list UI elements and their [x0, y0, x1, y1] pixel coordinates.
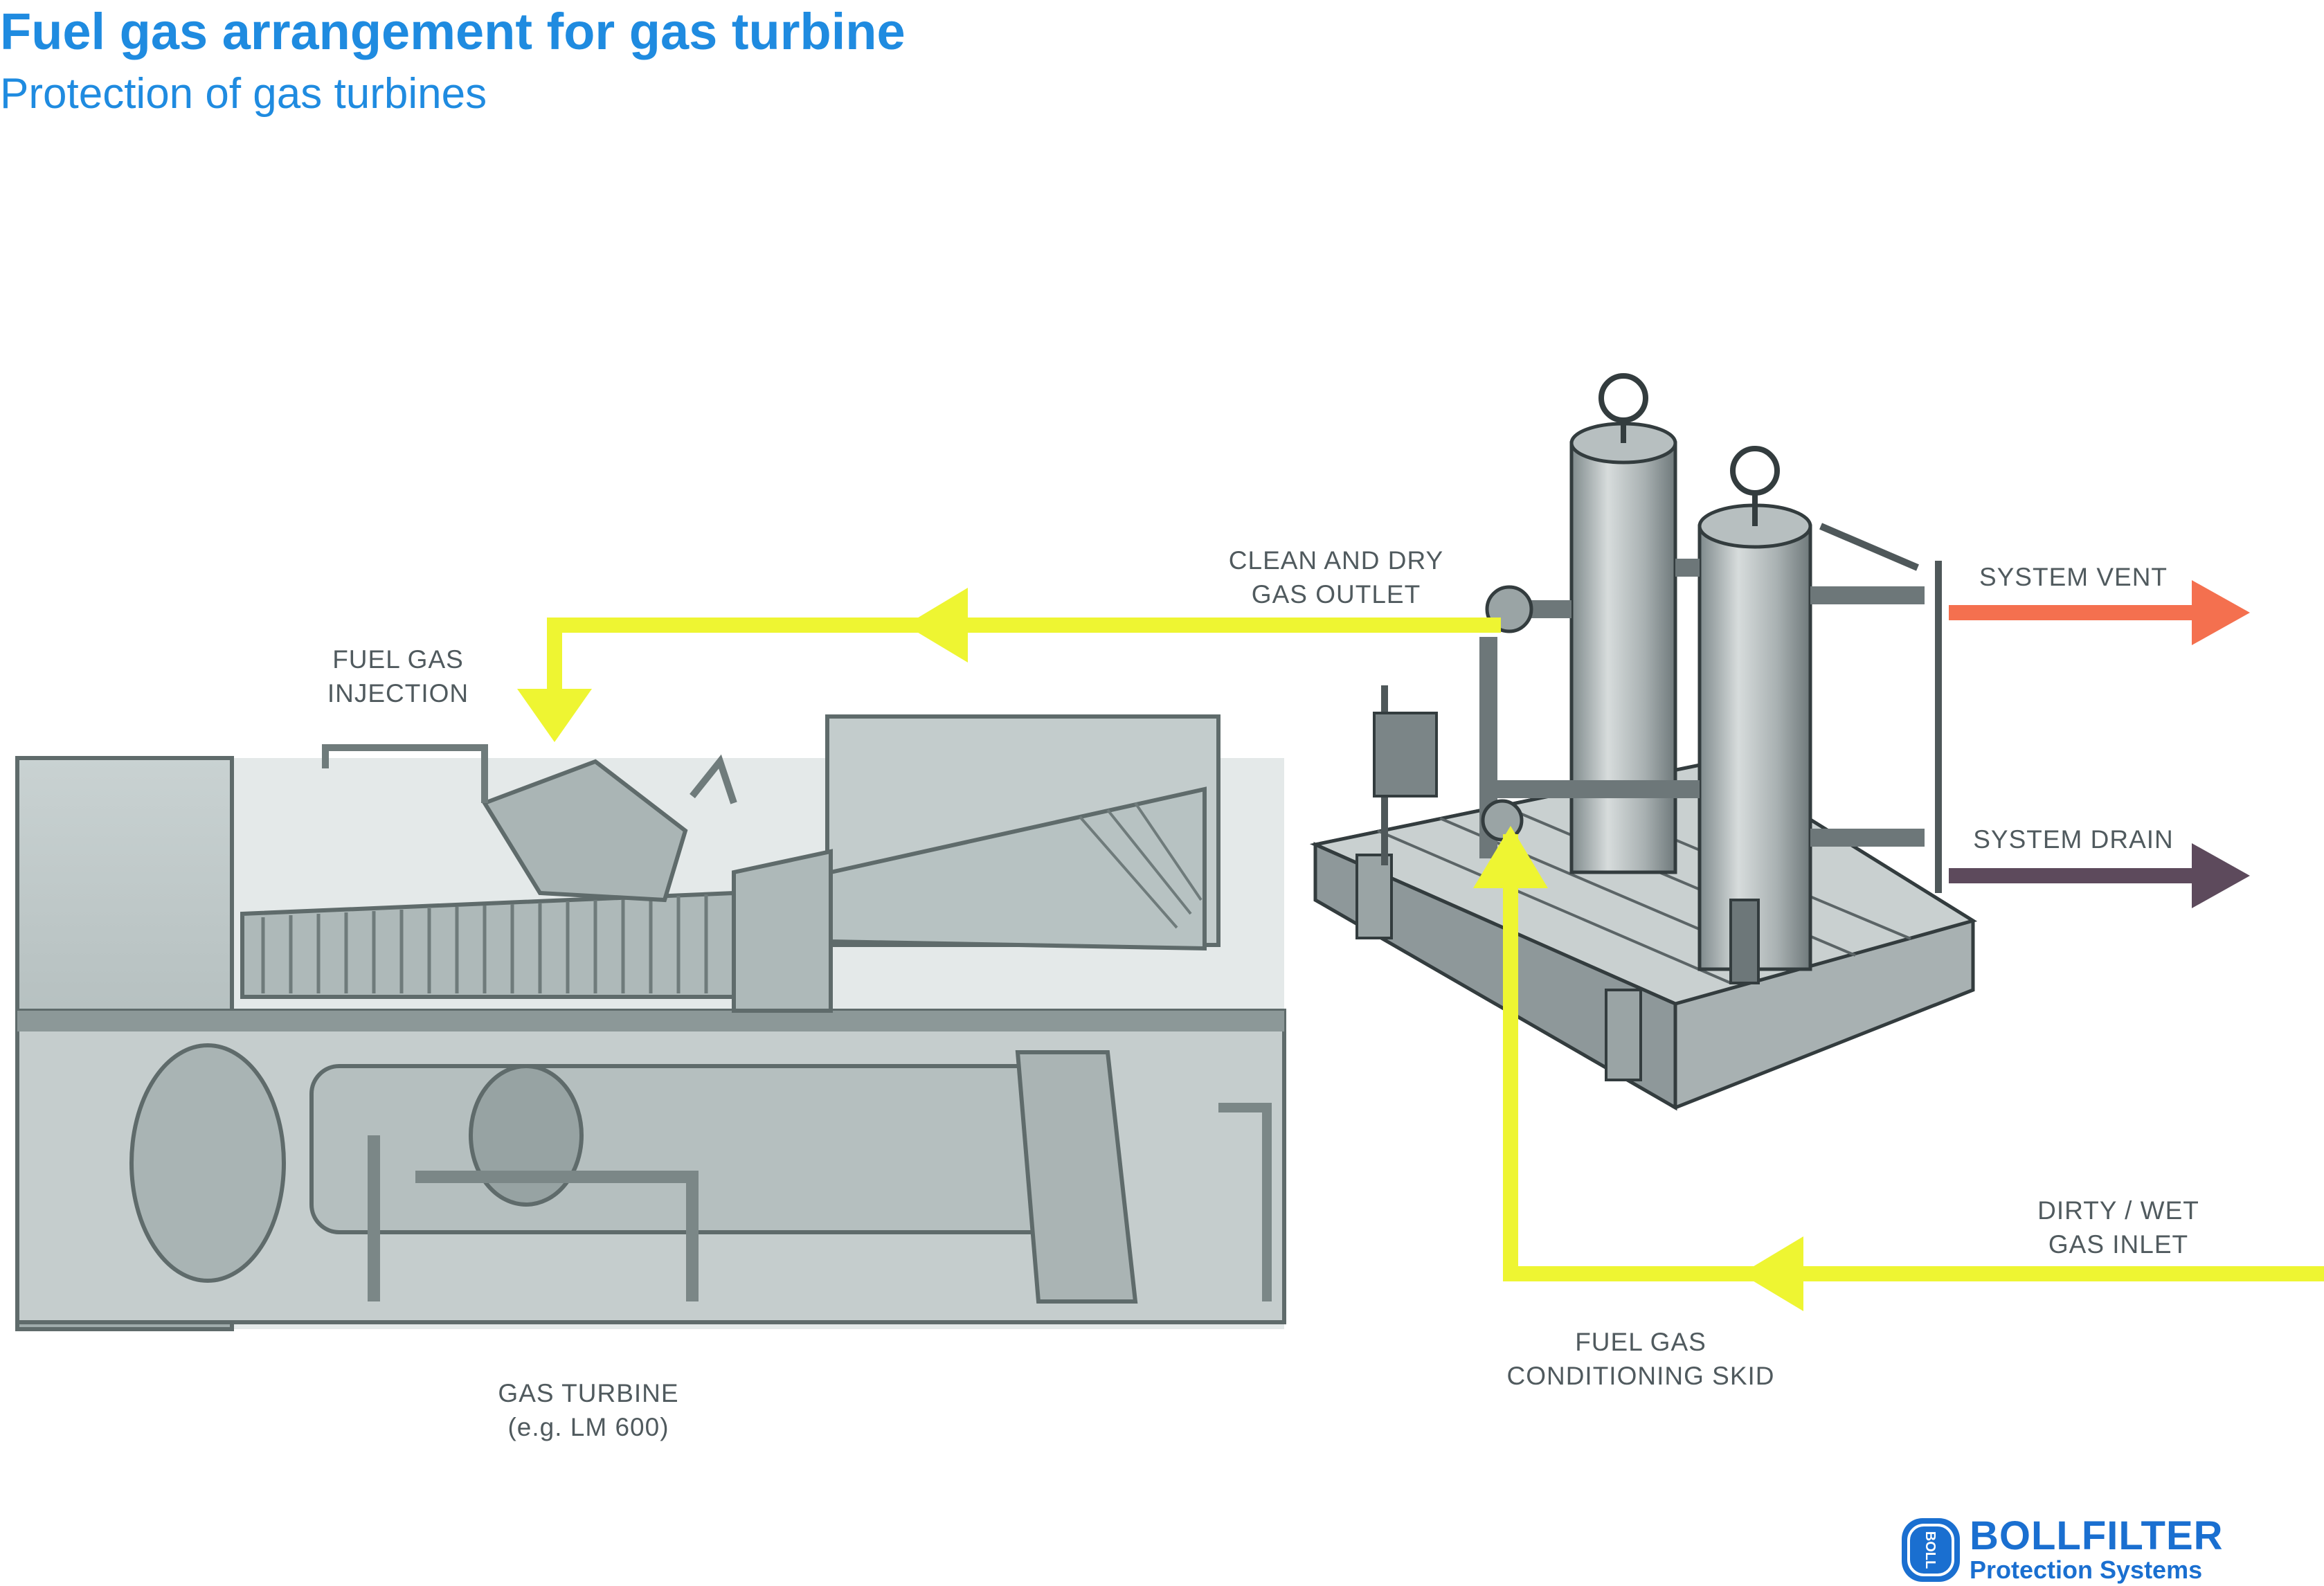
- page-title: Fuel gas arrangement for gas turbine: [0, 3, 906, 60]
- conditioning-skid-illustration: [1309, 373, 1978, 1111]
- logo-name: BOLLFILTER: [1970, 1513, 2224, 1558]
- flow-arrows: [517, 580, 2324, 1311]
- inlet-arrowhead: [1741, 1236, 1803, 1311]
- logo-tagline: Protection Systems: [1970, 1556, 2203, 1584]
- system-drain-arrowhead: [2192, 843, 2250, 908]
- label-fuel-gas-injection-line1: FUEL GAS: [332, 645, 464, 674]
- injection-arrowhead: [517, 689, 592, 742]
- label-conditioning-skid-line2: CONDITIONING SKID: [1506, 1362, 1775, 1390]
- label-dirty-gas-inlet-line1: DIRTY / WET: [2037, 1196, 2199, 1225]
- clean-gas-outlet-line: [547, 618, 1501, 696]
- page-subtitle: Protection of gas turbines: [0, 70, 487, 118]
- label-gas-turbine: GAS TURBINE (e.g. LM 600): [471, 1376, 706, 1444]
- label-fuel-gas-injection: FUEL GAS INJECTION: [305, 642, 492, 710]
- bollfilter-logo: BOLLFILTER Protection Systems: [1970, 1516, 2224, 1583]
- label-clean-gas-outlet-line2: GAS OUTLET: [1251, 580, 1421, 609]
- system-vent-arrowhead: [2192, 580, 2250, 645]
- label-gas-turbine-line1: GAS TURBINE: [498, 1379, 679, 1407]
- logo-emblem-text: BOLL: [1922, 1531, 1938, 1569]
- gas-turbine-illustration: [15, 714, 1286, 1331]
- label-conditioning-skid: FUEL GAS CONDITIONING SKID: [1502, 1325, 1779, 1393]
- label-dirty-gas-inlet: DIRTY / WET GAS INLET: [2008, 1193, 2229, 1261]
- skid-entry-arrowhead: [1473, 826, 1548, 888]
- label-dirty-gas-inlet-line2: GAS INLET: [2048, 1230, 2189, 1259]
- label-system-vent: SYSTEM VENT: [1979, 563, 2168, 591]
- label-system-drain: SYSTEM DRAIN: [1973, 825, 2174, 854]
- label-clean-gas-outlet-line1: CLEAN AND DRY: [1228, 546, 1444, 575]
- dirty-gas-inlet-line: [1503, 834, 2324, 1281]
- label-conditioning-skid-line1: FUEL GAS: [1575, 1328, 1706, 1356]
- label-gas-turbine-line2: (e.g. LM 600): [507, 1413, 669, 1441]
- outlet-arrowhead: [906, 588, 968, 663]
- label-clean-gas-outlet: CLEAN AND DRY GAS OUTLET: [1225, 543, 1447, 611]
- bollfilter-logo-emblem: BOLL: [1902, 1518, 1960, 1582]
- label-fuel-gas-injection-line2: INJECTION: [327, 679, 469, 708]
